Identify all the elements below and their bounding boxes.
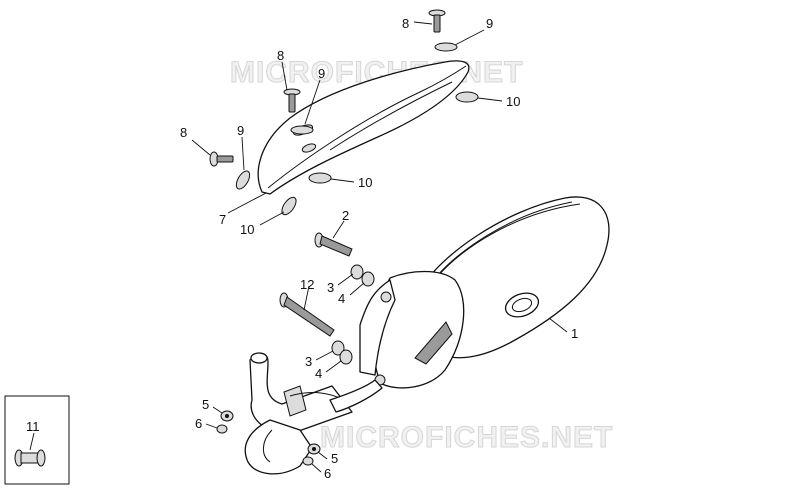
callout-8-top: 8 [402, 16, 409, 31]
callout-4-upper: 4 [338, 291, 345, 306]
watermark-bottom: MICROFICHES.NET [320, 421, 613, 454]
grommet-10-middle [308, 172, 332, 184]
callout-12: 12 [300, 277, 314, 292]
callout-11: 11 [26, 419, 40, 434]
bolt-2 [314, 232, 353, 257]
callout-8-middle: 8 [277, 48, 284, 63]
callout-6-right: 6 [324, 466, 331, 481]
callout-2: 2 [342, 208, 349, 223]
nut-5-right [307, 443, 321, 455]
muffler-bracket [359, 270, 465, 389]
callout-9-top: 9 [486, 16, 493, 31]
washer-4-lower [339, 349, 353, 365]
callout-7: 7 [219, 212, 226, 227]
washer-3-lower [331, 340, 345, 356]
callout-9-left: 9 [237, 123, 244, 138]
grommet-10-top [455, 91, 479, 103]
leader-lines [29, 21, 568, 473]
washer-6-left [216, 424, 228, 434]
callout-8-left: 8 [180, 125, 187, 140]
washer-3-upper [350, 264, 364, 280]
callout-6-left: 6 [195, 416, 202, 431]
washer-4-upper [361, 271, 375, 287]
callout-3-upper: 3 [327, 280, 334, 295]
callout-1: 1 [571, 326, 578, 341]
callout-10-middle: 10 [358, 175, 372, 190]
callout-5-right: 5 [331, 451, 338, 466]
callout-5-left: 5 [202, 397, 209, 412]
bolt-8-middle [283, 88, 301, 113]
callout-4-lower: 4 [315, 366, 322, 381]
exhaust-pipe [244, 352, 383, 475]
grommet-10-left [281, 196, 297, 216]
callout-3-lower: 3 [305, 354, 312, 369]
muffler-part-1 [419, 196, 610, 359]
inset-box-part-11 [4, 395, 70, 485]
washer-9-middle [290, 125, 314, 135]
callout-10-left: 10 [240, 222, 254, 237]
bolt-8-left [209, 151, 234, 167]
washer-6-right [302, 456, 314, 466]
callout-9-middle: 9 [318, 66, 325, 81]
callout-10-top: 10 [506, 94, 520, 109]
washer-9-left [235, 170, 251, 190]
bolt-12 [279, 292, 335, 337]
washer-9-top [434, 42, 458, 52]
nut-5-left [220, 410, 234, 422]
watermark-top: MICROFICHES.NET [230, 56, 523, 89]
callouts: 8 9 8 9 10 8 9 10 7 10 2 3 4 12 3 4 1 5 … [26, 16, 578, 481]
bolt-8-top [428, 9, 446, 33]
